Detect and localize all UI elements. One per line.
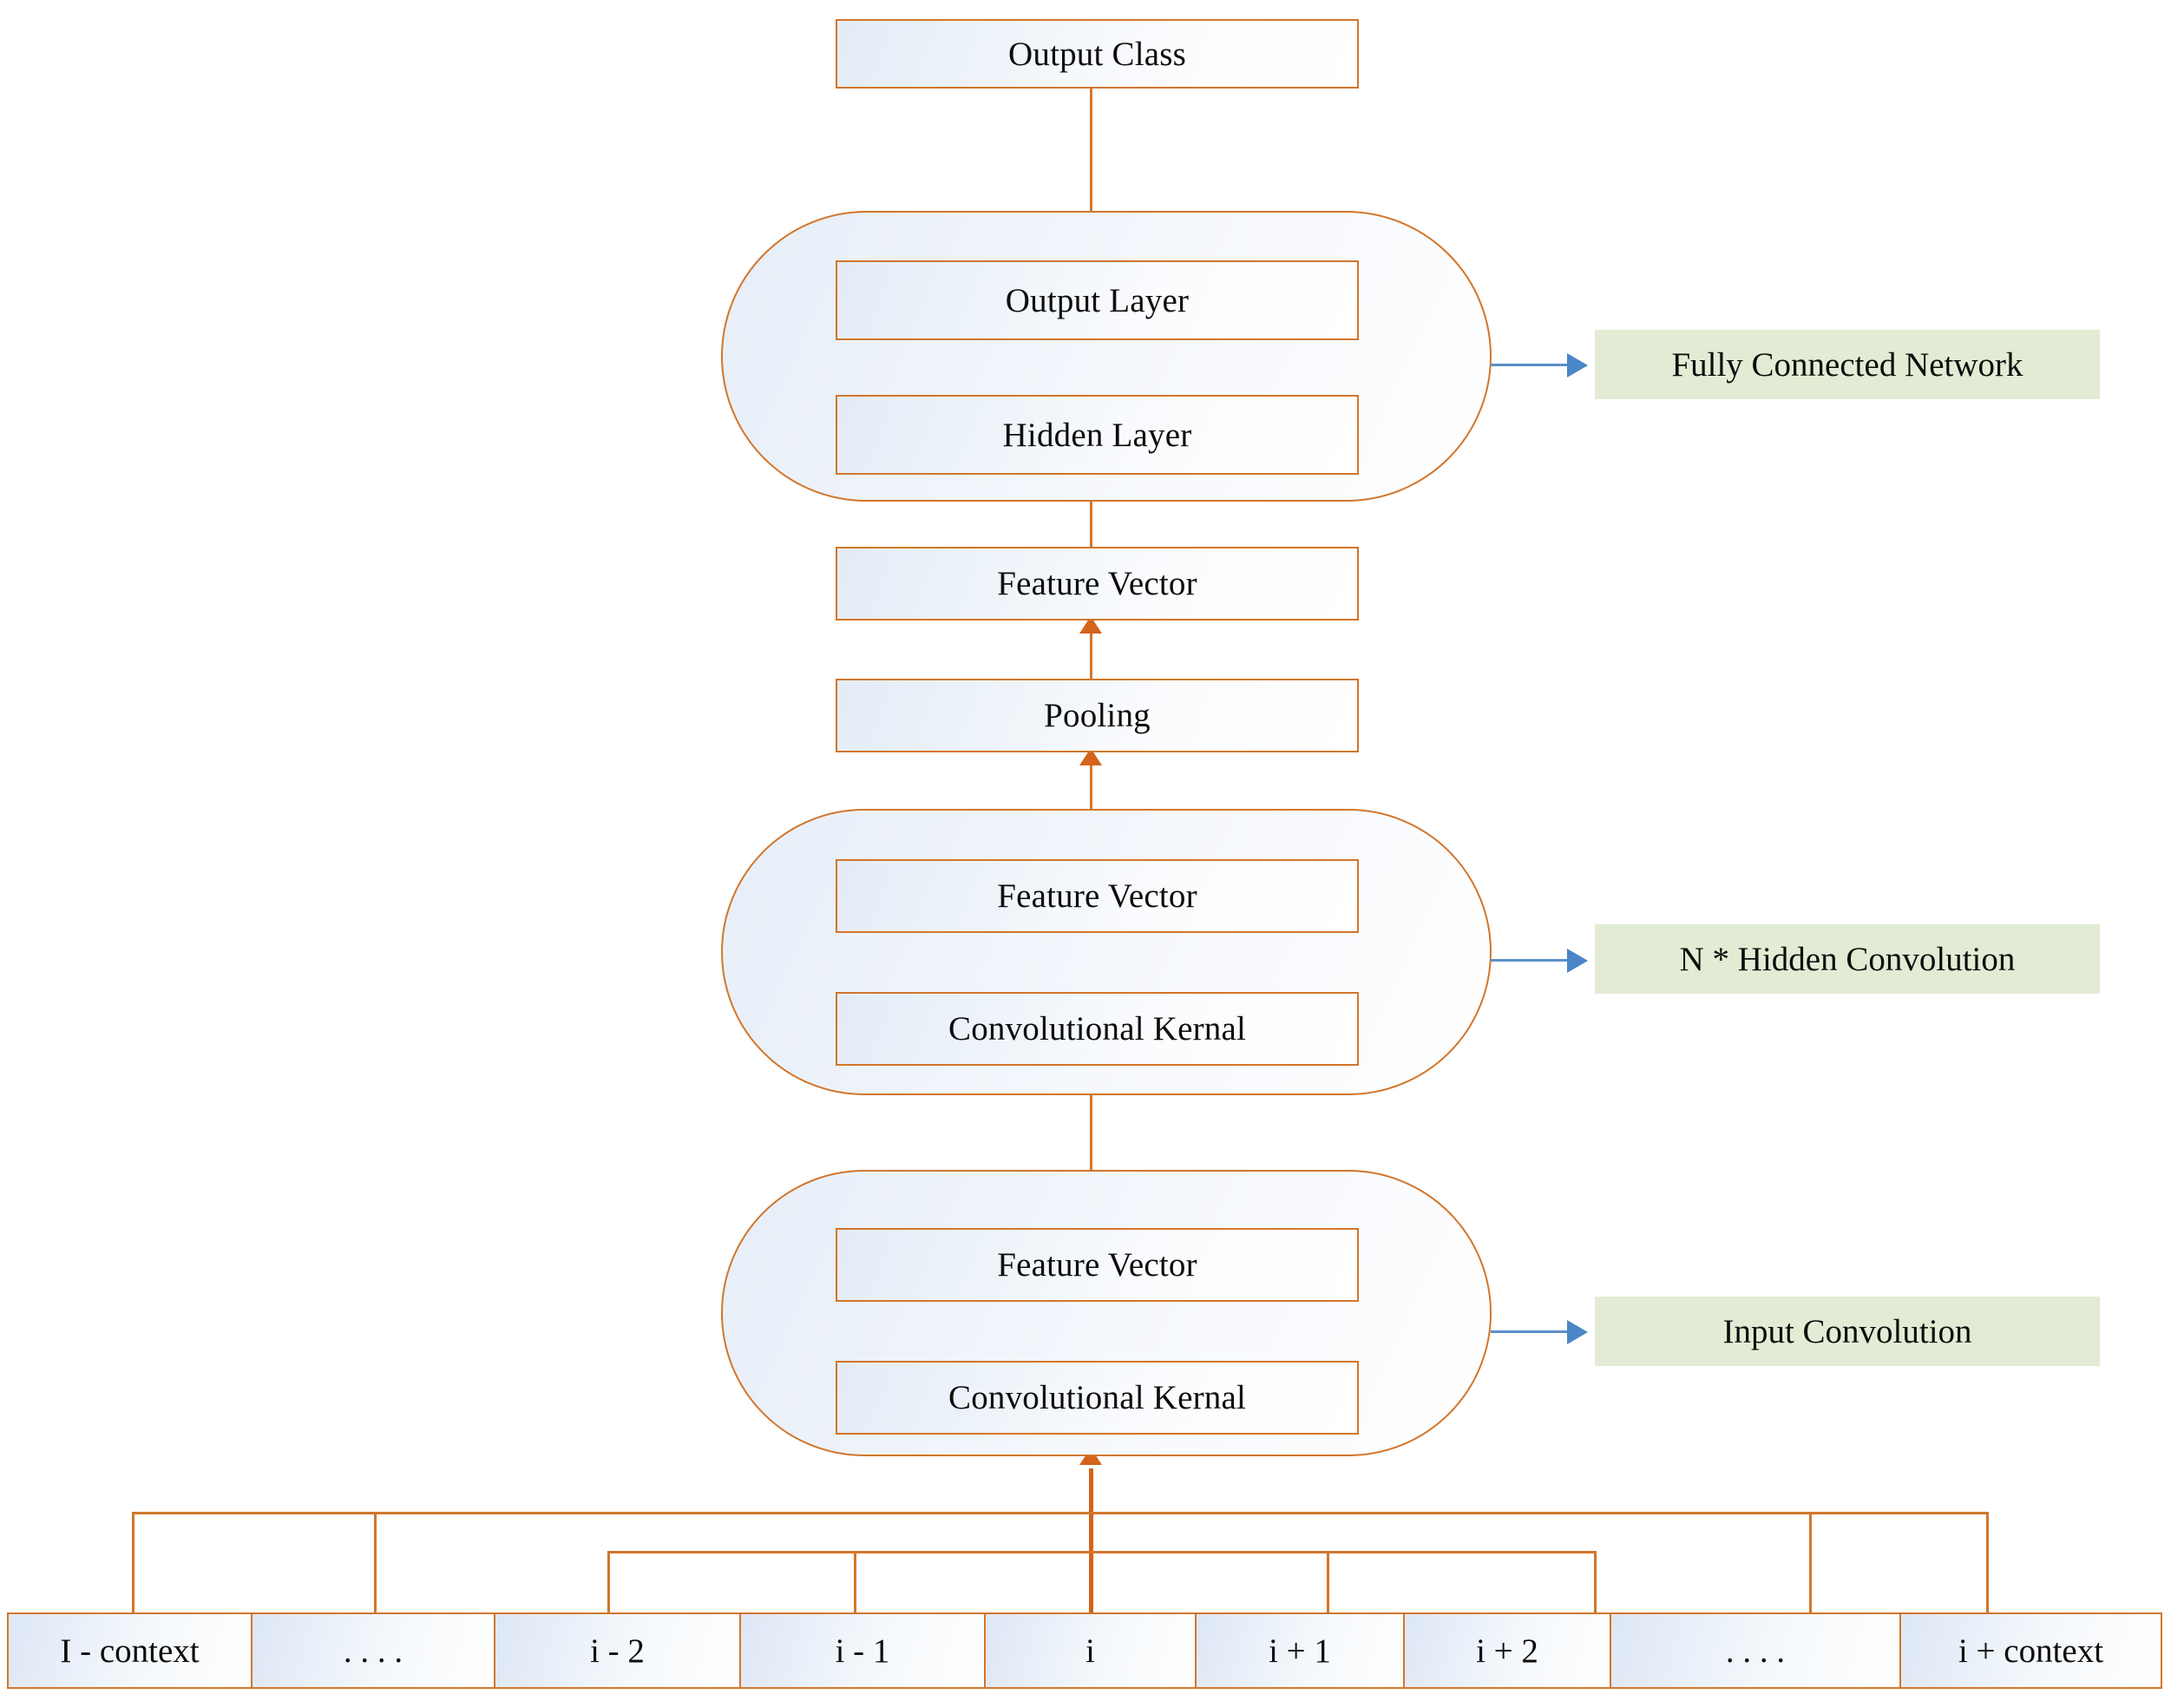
input-token-cell[interactable]: i - 2 bbox=[494, 1612, 741, 1689]
node-convolutional-kernal-input[interactable]: Convolutional Kernal bbox=[836, 1361, 1359, 1435]
arrowhead-to-feature-vector-fc bbox=[1079, 616, 1102, 634]
connector-hiddenconv-to-pooling bbox=[1090, 753, 1092, 816]
node-feature-vector-input[interactable]: Feature Vector bbox=[836, 1228, 1359, 1302]
annotation-arrow-line-hiddenconv bbox=[1491, 959, 1571, 962]
annotation-fully-connected-network: Fully Connected Network bbox=[1595, 330, 2100, 399]
arrowhead-to-pooling bbox=[1079, 748, 1102, 765]
annotation-arrow-head-hiddenconv bbox=[1567, 949, 1588, 973]
node-convolutional-kernal-hidden[interactable]: Convolutional Kernal bbox=[836, 992, 1359, 1066]
input-token-cell[interactable]: . . . . bbox=[251, 1612, 495, 1689]
input-token-cell[interactable]: i bbox=[984, 1612, 1197, 1689]
bracket-inner-leg-2 bbox=[854, 1551, 856, 1614]
bracket-inner-leg-4 bbox=[1594, 1551, 1597, 1614]
node-pooling[interactable]: Pooling bbox=[836, 679, 1359, 752]
input-token-cell[interactable]: i + context bbox=[1899, 1612, 2162, 1689]
connector-inputconv-to-hiddenconv bbox=[1090, 1079, 1092, 1181]
bracket-inner-leg-1 bbox=[607, 1551, 610, 1614]
node-output-class[interactable]: Output Class bbox=[836, 19, 1359, 89]
connector-tokens-to-input-conv bbox=[1089, 1468, 1093, 1614]
bracket-outer-leg-3 bbox=[1809, 1512, 1812, 1614]
connector-output-layer-to-output-class bbox=[1090, 71, 1092, 258]
node-feature-vector-hidden[interactable]: Feature Vector bbox=[836, 859, 1359, 933]
input-token-cell[interactable]: . . . . bbox=[1610, 1612, 1901, 1689]
annotation-arrow-head-inputconv bbox=[1567, 1320, 1588, 1344]
annotation-input-convolution: Input Convolution bbox=[1595, 1297, 2100, 1366]
connector-featurevector-to-fc-capsule bbox=[1090, 480, 1092, 591]
node-hidden-layer[interactable]: Hidden Layer bbox=[836, 395, 1359, 475]
bracket-inner-horizontal bbox=[607, 1551, 1597, 1553]
annotation-arrow-line-fcn bbox=[1491, 364, 1571, 366]
input-token-cell[interactable]: i + 1 bbox=[1195, 1612, 1405, 1689]
bracket-outer-leg-4 bbox=[1986, 1512, 1989, 1614]
input-token-cell[interactable]: i - 1 bbox=[739, 1612, 986, 1689]
annotation-arrow-line-inputconv bbox=[1491, 1330, 1571, 1333]
connector-pooling-to-featurevector bbox=[1090, 621, 1092, 680]
annotation-hidden-convolution: N * Hidden Convolution bbox=[1595, 924, 2100, 994]
bracket-outer-leg-1 bbox=[132, 1512, 134, 1614]
bracket-outer-horizontal bbox=[132, 1512, 1989, 1514]
annotation-arrow-head-fcn bbox=[1567, 353, 1588, 378]
bracket-inner-leg-3 bbox=[1327, 1551, 1329, 1614]
input-token-cell[interactable]: i + 2 bbox=[1403, 1612, 1611, 1689]
input-token-cell[interactable]: I - context bbox=[7, 1612, 253, 1689]
node-feature-vector-fc[interactable]: Feature Vector bbox=[836, 547, 1359, 621]
bracket-outer-leg-2 bbox=[374, 1512, 377, 1614]
node-output-layer[interactable]: Output Layer bbox=[836, 260, 1359, 340]
